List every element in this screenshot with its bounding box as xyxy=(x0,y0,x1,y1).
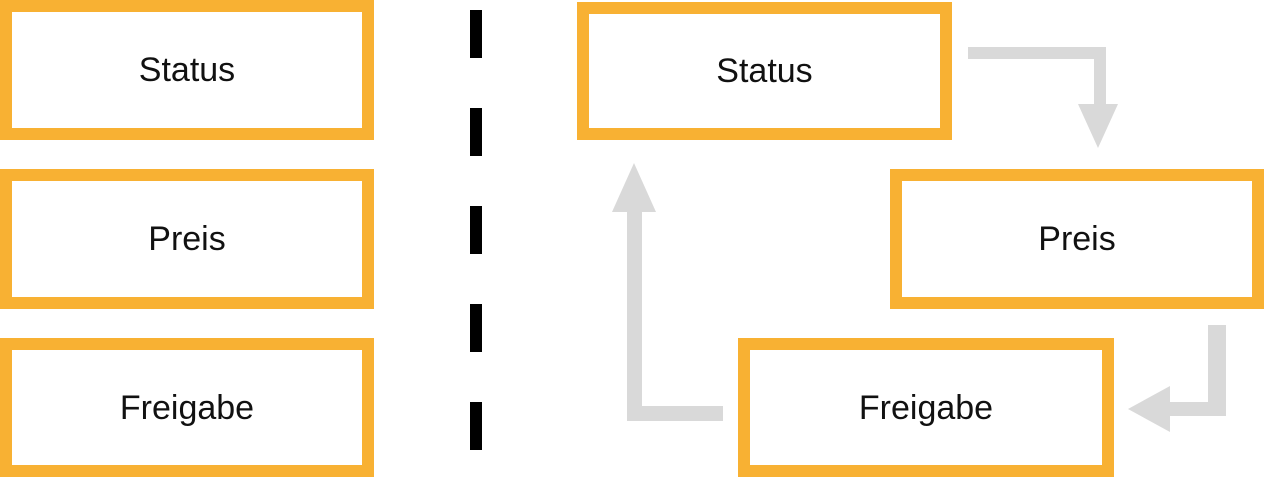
dashed-divider xyxy=(470,10,482,467)
right-status-label: Status xyxy=(716,52,813,90)
right-status-box: Status xyxy=(577,2,952,140)
left-freigabe-label: Freigabe xyxy=(119,388,255,427)
left-preis-box: Preis xyxy=(0,169,374,309)
left-status-label: Status xyxy=(138,51,236,89)
arrow-freigabe-to-status xyxy=(612,163,723,421)
arrow-preis-to-freigabe xyxy=(1128,325,1226,432)
right-freigabe-label: Freigabe xyxy=(858,388,994,427)
arrow-status-to-preis xyxy=(968,47,1118,148)
left-freigabe-box: Freigabe xyxy=(0,338,374,477)
right-preis-box: Preis xyxy=(890,169,1264,309)
right-preis-label: Preis xyxy=(1038,220,1116,258)
left-preis-label: Preis xyxy=(148,220,226,258)
left-status-box: Status xyxy=(0,0,374,140)
right-freigabe-box: Freigabe xyxy=(738,338,1114,477)
